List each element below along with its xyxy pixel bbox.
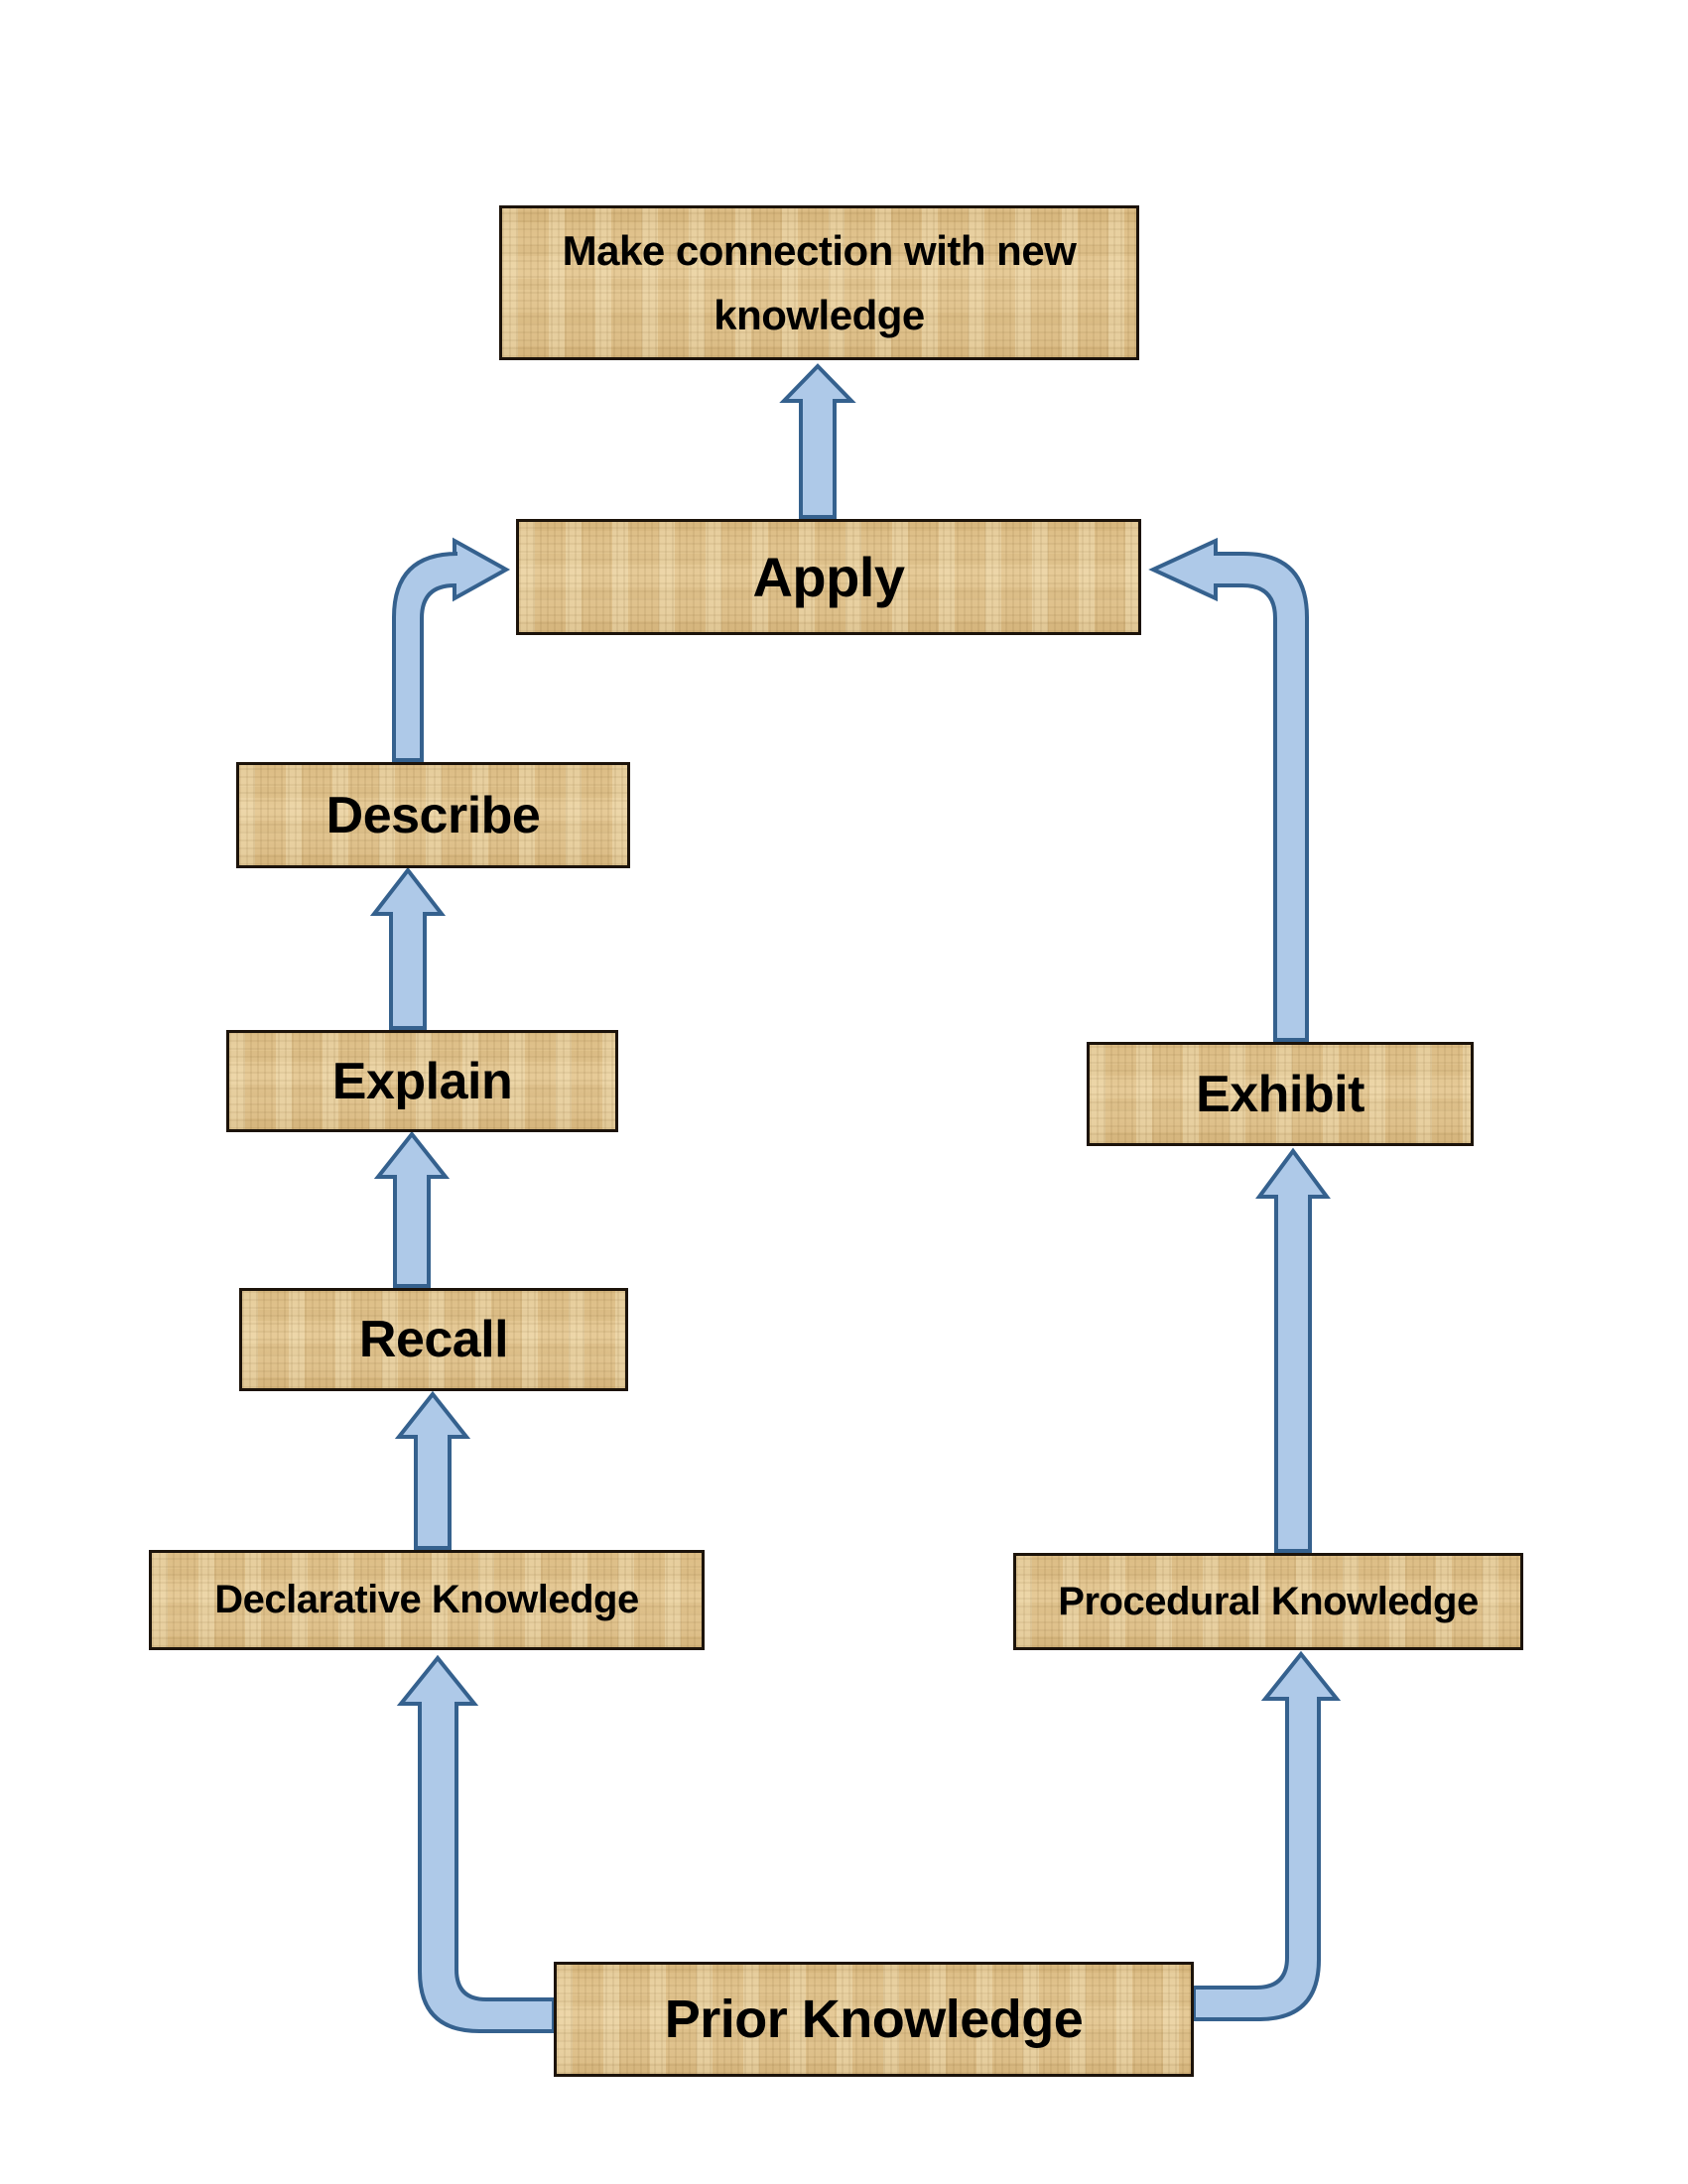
node-exhibit: Exhibit <box>1087 1042 1474 1146</box>
node-describe: Describe <box>236 762 630 868</box>
arrow-recall-to-explain <box>373 1130 451 1288</box>
arrow-prior-to-procedural <box>1192 1650 1342 2021</box>
arrow-declarative-to-recall <box>394 1390 471 1550</box>
node-declarative-knowledge: Declarative Knowledge <box>149 1550 705 1650</box>
arrow-explain-to-describe <box>369 866 447 1030</box>
node-prior-knowledge: Prior Knowledge <box>554 1962 1194 2077</box>
node-make-connection: Make connection with new knowledge <box>499 205 1139 360</box>
arrow-describe-to-apply <box>392 537 511 762</box>
arrow-prior-to-declarative <box>396 1654 556 2033</box>
node-explain: Explain <box>226 1030 618 1132</box>
arrow-procedural-to-exhibit <box>1255 1147 1331 1553</box>
node-procedural-knowledge: Procedural Knowledge <box>1013 1553 1523 1650</box>
arrow-exhibit-to-apply <box>1148 537 1309 1042</box>
node-apply: Apply <box>516 519 1141 635</box>
arrow-apply-to-make-connection <box>779 363 856 519</box>
node-recall: Recall <box>239 1288 628 1391</box>
